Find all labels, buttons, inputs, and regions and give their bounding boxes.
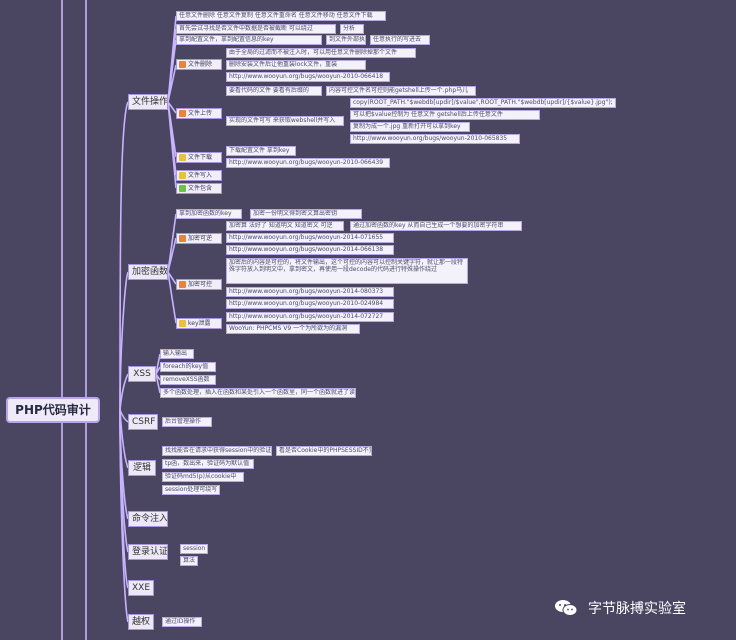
encrypt-keyleak-link[interactable]: http://www.wooyun.org/bugs/wooyun-2014-0… — [226, 312, 394, 322]
category-privilege[interactable]: 越权 — [128, 614, 154, 630]
warning-icon — [179, 172, 186, 179]
file-upload-node[interactable]: 文件上传 — [176, 108, 222, 119]
logic-item-4: session处理可绕写 — [162, 485, 220, 495]
file-write-label: 文件写入 — [188, 172, 213, 179]
file-delete-link[interactable]: http://www.wooyun.org/bugs/wooyun-2010-0… — [226, 72, 390, 82]
encrypt-keyleak-item-2: WooYun: PHPCMS V9 一个为所欲为的漏洞 — [226, 324, 360, 334]
csrf-item-1: 后台管理操作 — [162, 417, 212, 427]
encrypt-decrypt-link-2[interactable]: http://www.wooyun.org/bugs/wooyun-2014-0… — [226, 245, 394, 255]
login-item-2: 算法 — [180, 556, 198, 566]
encrypt-decrypt-item-1: 加密算 法好了 知道明文 知道密文 可逆 — [226, 221, 344, 231]
category-logic[interactable]: 逻辑 — [128, 460, 156, 476]
category-xxe[interactable]: XXE — [128, 580, 154, 596]
file-ops-note-3: 拿到配置文件，拿到配置信息的key — [176, 35, 322, 45]
category-xss[interactable]: XSS — [128, 366, 156, 382]
encrypt-collide-item-1: 加密后的内容是可控的，将文件输出，这个可控的内容可以控制关键字符，就让那一段特殊… — [226, 258, 468, 284]
file-ops-note-1: 任意文件删除 任意文件复制 任意文件重命名 任意文件移动 任意文件下载 — [176, 11, 386, 21]
watermark-text: 字节脉搏实验室 — [588, 601, 686, 617]
logic-note: 看是否Cookie中的PHPSESSID不变 — [276, 446, 372, 456]
file-upload-link[interactable]: http://www.wooyun.org/bugs/wooyun-2010-0… — [350, 134, 520, 144]
privilege-item-1: 通过ID操作 — [162, 617, 202, 627]
file-download-item-1: 下载配置文件 拿到key — [226, 146, 296, 156]
encrypt-decrypt-node[interactable]: 加密可逆 — [176, 233, 222, 244]
encrypt-collide-label: 加密可控 — [188, 281, 213, 288]
encrypt-top-note: 加密一份明文得到密文算出密钥 — [250, 209, 362, 219]
wechat-icon — [555, 600, 578, 616]
xss-item-2: foreach的key值 — [160, 362, 216, 372]
file-download-label: 文件下载 — [188, 154, 213, 161]
xss-item-1: 输入输出 — [160, 349, 194, 359]
category-command-injection[interactable]: 命令注入 — [128, 511, 168, 527]
file-upload-item-4: 复制为成一个.jpg 重新打开可以拿到key — [350, 122, 470, 132]
file-delete-item-1: 由于全局的过滤而不被注入时，可以用任意文件删除掉那个文件 — [226, 48, 416, 58]
xss-item-4: 多个函数处理，插入在函数和某处引入一个函数里，同一个函数就进了读取数据 — [160, 388, 356, 398]
file-include-label: 文件包含 — [188, 185, 213, 192]
alert-icon — [179, 235, 186, 242]
category-encrypt-functions[interactable]: 加密函数 — [128, 264, 168, 280]
file-upload-item-3: 可以把$value控制为 任意文件 getshell后上传任意文件 — [350, 110, 540, 120]
file-ops-note-2: 首先尝试寻找是否文件中数据是否被截断 可以绕过 — [176, 24, 336, 34]
file-upload-label: 文件上传 — [188, 110, 213, 117]
category-file-operations[interactable]: 文件操作 — [128, 94, 168, 110]
encrypt-keyleak-label: key泄露 — [188, 320, 211, 327]
category-csrf[interactable]: CSRF — [128, 414, 158, 430]
file-delete-item-2: 删除安装文件后让他重装lock文件，重装 — [226, 60, 366, 70]
file-upload-item-copy: copy(ROOT_PATH."$webdb[updir]/$value",RO… — [350, 98, 616, 108]
encrypt-collide-link-2[interactable]: http://www.wooyun.org/bugs/wooyun-2010-0… — [226, 299, 394, 309]
logic-item-1: 找找能否在请求中获得session中的验证码 — [162, 446, 272, 456]
file-include-node[interactable]: 文件包含 — [176, 183, 222, 194]
file-upload-note: 内容可控文件名可控则能getshell上传一个.php马儿 — [326, 86, 476, 96]
encrypt-keyleak-node[interactable]: key泄露 — [176, 318, 222, 329]
file-ops-aside-2: 到文件外部执行 — [326, 35, 366, 45]
logic-item-3: 验证码md5(p)从cookie中 — [162, 472, 244, 482]
warning-icon — [179, 154, 186, 161]
file-write-node[interactable]: 文件写入 — [176, 170, 222, 181]
alert-icon — [179, 61, 186, 68]
file-delete-node[interactable]: 文件删除 — [176, 59, 222, 70]
encrypt-decrypt-link-1[interactable]: http://www.wooyun.org/bugs/wooyun-2014-0… — [226, 233, 394, 243]
encrypt-collide-node[interactable]: 加密可控 — [176, 279, 222, 290]
encrypt-top: 拿到加密函数的key — [176, 209, 242, 219]
alert-icon — [179, 110, 186, 117]
root-node[interactable]: PHP代码审计 — [6, 397, 100, 423]
file-download-link[interactable]: http://www.wooyun.org/bugs/wooyun-2010-0… — [226, 158, 390, 168]
check-icon — [179, 185, 186, 192]
category-login-auth[interactable]: 登录认证 — [128, 544, 168, 560]
login-item-1: session — [180, 544, 208, 554]
encrypt-decrypt-note: 通过加密函数的key 从而自己生成一个想要的加密字符串 — [350, 221, 522, 231]
file-ops-aside-3: 任意执行的写进去 — [370, 35, 430, 45]
logic-item-2: tp函，数出来，验证码为默认值 — [162, 459, 254, 469]
file-upload-item-1: 要看代码的文件 要看有后缀的 — [226, 86, 322, 96]
key-icon — [179, 320, 186, 327]
xss-item-3: removeXSS函数 — [160, 375, 216, 385]
encrypt-decrypt-label: 加密可逆 — [188, 235, 213, 242]
file-upload-mid: 实现的文件可写 来获取webshell并写入 — [226, 116, 344, 126]
file-ops-aside-1: 分析 — [340, 24, 364, 34]
file-delete-label: 文件删除 — [188, 61, 213, 68]
encrypt-collide-link-1[interactable]: http://www.wooyun.org/bugs/wooyun-2014-0… — [226, 287, 394, 297]
alert-icon — [179, 281, 186, 288]
file-download-node[interactable]: 文件下载 — [176, 152, 222, 163]
watermark: 字节脉搏实验室 — [554, 597, 724, 619]
